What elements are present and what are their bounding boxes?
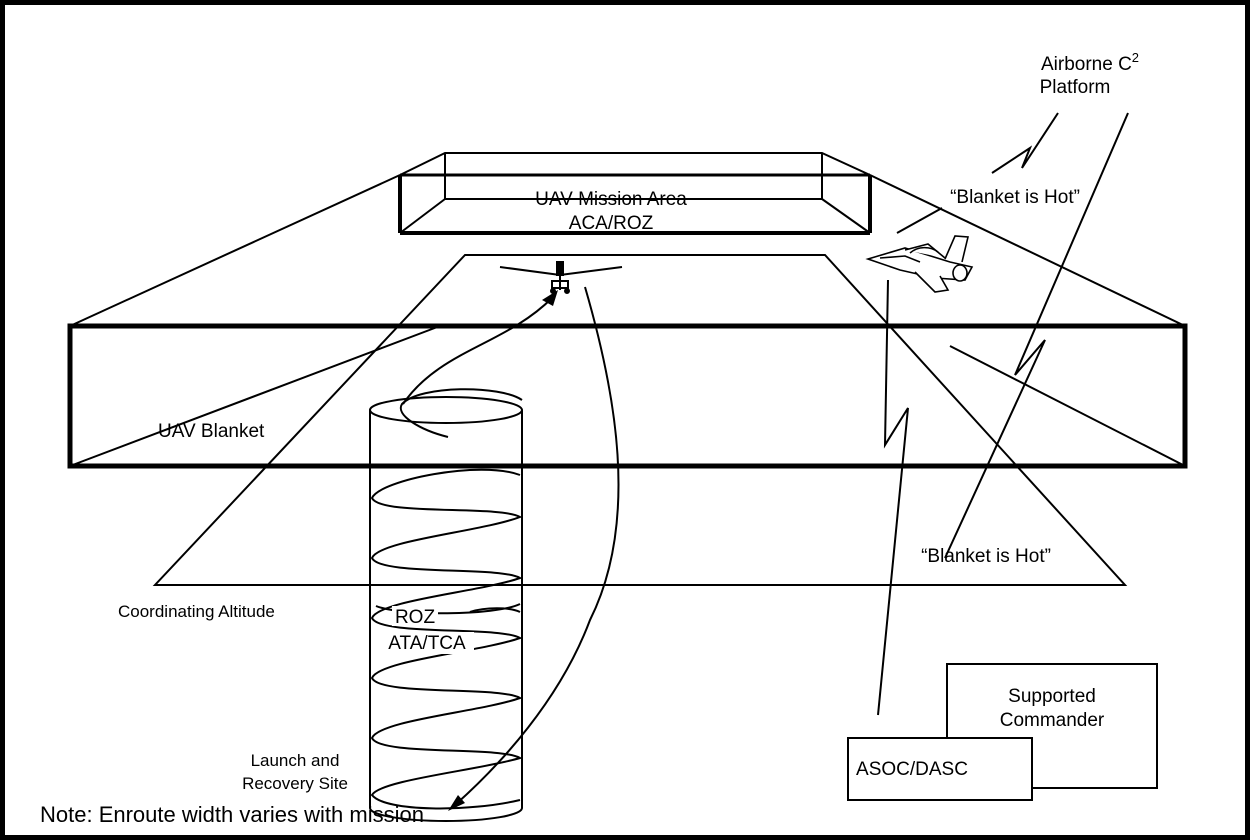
mission-area-label: UAV Mission Area xyxy=(535,189,687,210)
superscript-2: 2 xyxy=(1132,50,1139,65)
asoc-dasc-box xyxy=(847,737,1033,801)
note-text: Note: Enroute width varies with mission xyxy=(40,802,424,827)
blanket-hot-bottom-label: “Blanket is Hot” xyxy=(921,546,1051,567)
recovery-site-label: Recovery Site xyxy=(242,774,348,793)
ata-tca-label-bg xyxy=(382,632,474,654)
leader-line xyxy=(896,207,943,234)
mission-area-volume xyxy=(398,152,872,235)
mission-area-sublabel: ACA/ROZ xyxy=(569,213,654,234)
fighter-jet-icon xyxy=(865,235,974,293)
airborne-platform-label: Platform xyxy=(1040,77,1111,98)
roz-label: ROZ xyxy=(395,607,436,628)
airborne-c2-label: Airborne C2 xyxy=(1041,50,1139,75)
arrowhead-down xyxy=(448,795,465,811)
arrowhead-up xyxy=(542,290,558,306)
roz-label-bg xyxy=(392,606,438,626)
coordinating-altitude-label: Coordinating Altitude xyxy=(118,602,275,621)
blanket-hot-top-label: “Blanket is Hot” xyxy=(950,187,1080,208)
uav-blanket-label: UAV Blanket xyxy=(158,421,265,442)
return-flight-path xyxy=(454,286,620,806)
supported-commander-label: Supported xyxy=(1008,686,1096,707)
uav-aircraft-icon xyxy=(499,261,623,294)
radio-links xyxy=(877,112,1129,716)
roz-cylinder xyxy=(369,297,553,822)
uav-blanket-volume xyxy=(67,174,1188,469)
ground-area xyxy=(152,254,1128,586)
supported-commander-sublabel: Commander xyxy=(1000,710,1105,731)
spiral-path xyxy=(370,468,523,810)
launch-site-label: Launch and xyxy=(251,751,340,770)
asoc-dasc-label: ASOC/DASC xyxy=(856,759,968,780)
ata-tca-label: ATA/TCA xyxy=(388,633,466,654)
